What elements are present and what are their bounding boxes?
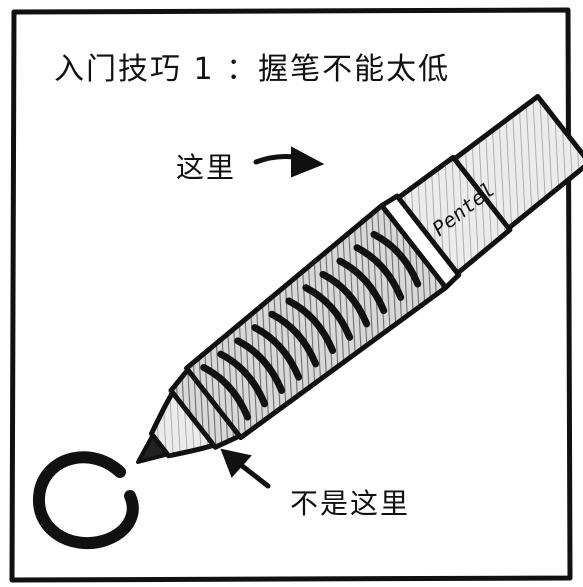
grip-ridge <box>285 297 337 355</box>
arrow-to-here <box>253 146 325 178</box>
grip-ridge <box>302 284 354 341</box>
arrow-to-not-here <box>220 448 271 489</box>
scribble-circle <box>32 451 139 550</box>
grip-ridges <box>200 231 422 421</box>
grip-ridge <box>200 363 252 421</box>
panel-border <box>9 7 573 583</box>
page-title: 入门技巧 1 ：握笔不能太低 <box>54 52 451 87</box>
grip-ridge <box>251 324 303 381</box>
grip-ridge <box>336 257 388 315</box>
pen-barrel <box>451 93 583 231</box>
label-here: 这里 <box>176 151 237 184</box>
grip-ridge <box>319 270 371 328</box>
grip-ridge <box>268 310 320 368</box>
grip-ridge <box>370 231 422 288</box>
pen: Pentel <box>136 93 583 464</box>
label-not-here: 不是这里 <box>290 487 411 520</box>
grip-ridge <box>217 350 269 408</box>
grip-ridge <box>353 244 405 301</box>
grip-ridge <box>234 337 286 394</box>
